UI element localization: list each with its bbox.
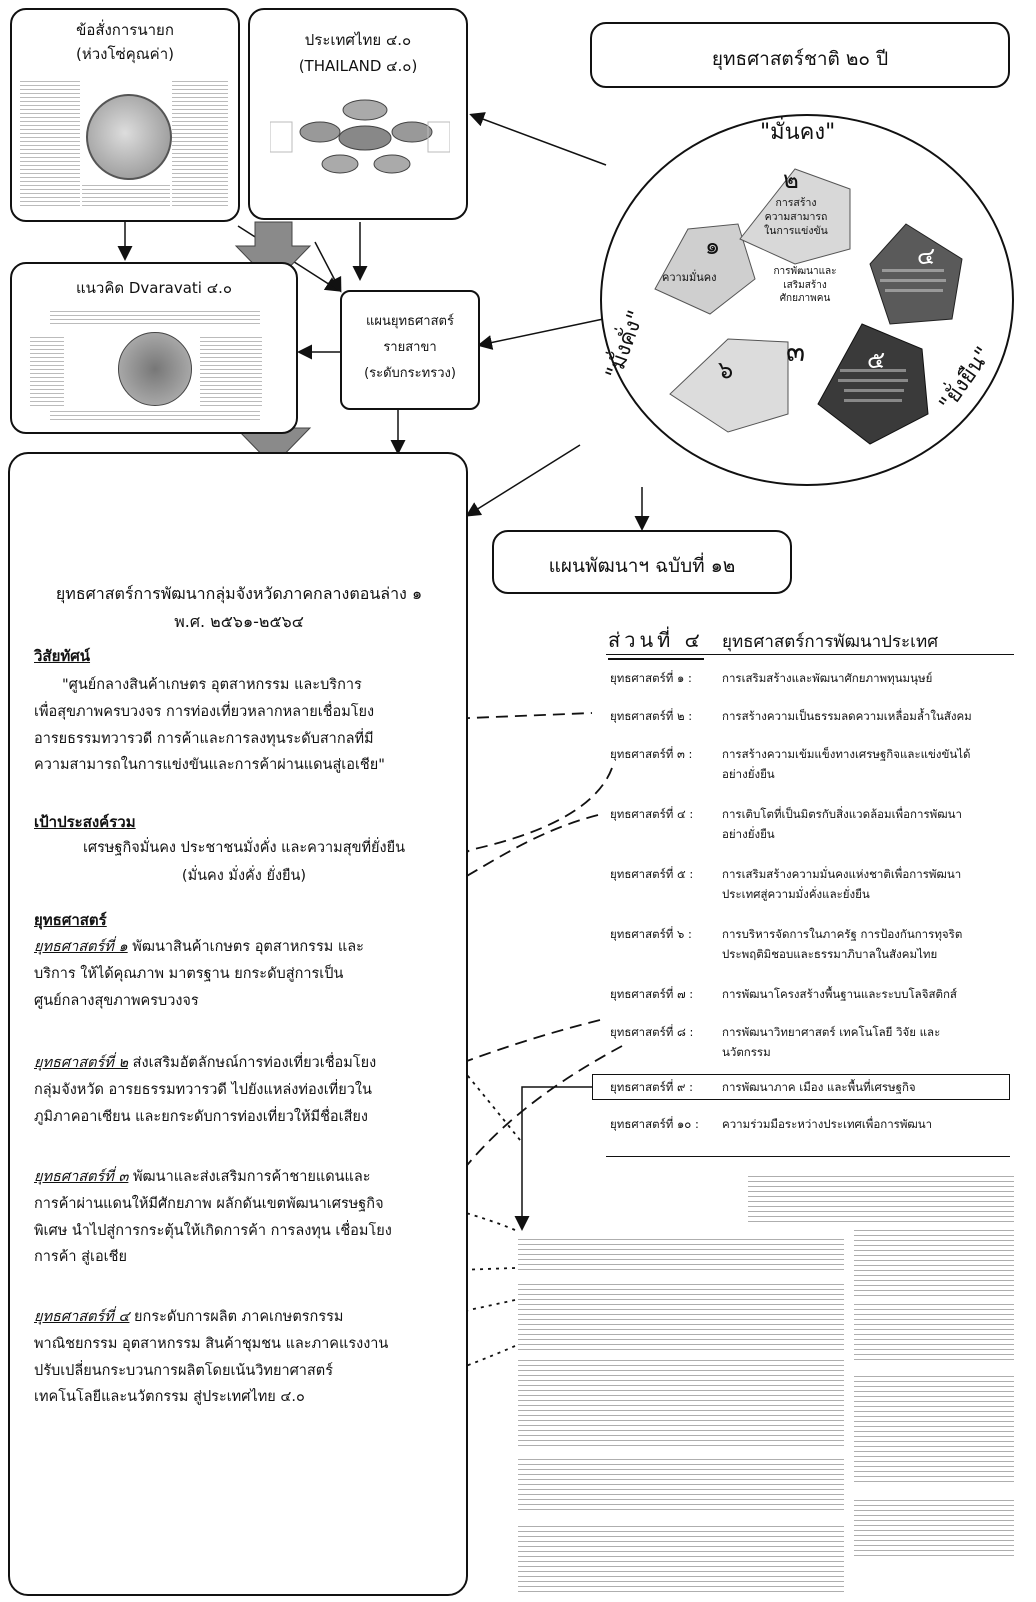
- ministry-plan-line3: (ระดับกระทรวง): [364, 366, 456, 381]
- dvaravati-box: แนวคิด Dvaravati ๔.๐: [10, 262, 298, 434]
- goal-heading: เป้าประสงค์รวม: [34, 813, 136, 831]
- section-rule: [606, 654, 1014, 655]
- regional-title-line1: ยุทธศาสตร์การพัฒนากลุ่มจังหวัดภาคกลางตอน…: [55, 584, 423, 603]
- pentagon-4-number: ๔: [917, 242, 936, 270]
- pentagon-1-label: ความมั่นคง: [662, 271, 717, 284]
- pentagon-2: [739, 168, 851, 265]
- thailand-40-diagram: [270, 99, 450, 174]
- plan-strategy-8: ยุทธศาสตร์ที่ ๘ :การพัฒนาวิทยาศาสตร์ เทค…: [610, 1025, 941, 1060]
- dvaravati-thumbnail: [30, 306, 280, 424]
- ministry-plan-line1: แผนยุทธศาสตร์: [366, 314, 454, 329]
- national-strategy-title: ยุทธศาสตร์ชาติ ๒๐ ปี: [711, 48, 889, 70]
- regional-title-line2: พ.ศ. ๒๕๖๑-๒๕๖๔: [174, 612, 304, 631]
- regional-strategy-4: ยุทธศาสตร์ที่ ๔ ยกระดับการผลิต ภาคเกษตรก…: [34, 1309, 389, 1406]
- plan-strategy-4: ยุทธศาสตร์ที่ ๔ :การเติบโตที่เป็นมิตรกับ…: [610, 807, 962, 842]
- pentagon-4: [869, 223, 963, 325]
- plan-strategy-7: ยุทธศาสตร์ที่ ๗ :การพัฒนาโครงสร้างพื้นฐา…: [610, 987, 957, 1001]
- pentagon-2-label: การสร้าง ความสามารถ ในการแข่งขัน: [764, 197, 828, 238]
- ministry-plan-box: แผนยุทธศาสตร์ รายสาขา (ระดับกระทรวง): [340, 290, 480, 410]
- goal-line2: (มั่นคง มั่งคั่ง ยั่งยืน): [181, 868, 307, 884]
- pentagon-6-number: ๖: [718, 356, 734, 384]
- plan-strategy-1: ยุทธศาสตร์ที่ ๑ :การเสริมสร้างและพัฒนาศั…: [610, 671, 933, 685]
- pentagon-1: [654, 223, 756, 315]
- pentagon-3-number: ๓: [786, 335, 806, 368]
- pentagon-5: [817, 323, 929, 445]
- strategy-heading: ยุทธศาสตร์: [34, 911, 107, 929]
- pm-order-box: ข้อสั่งการนายก (ห่วงโซ่คุณค่า): [10, 8, 240, 222]
- plan12-title-box: แผนพัฒนาฯ ฉบับที่ ๑๒: [492, 530, 792, 594]
- thailand-40-subtitle: (THAILAND ๔.๐): [298, 57, 418, 75]
- vision-heading: วิสัยทัศน์: [34, 647, 91, 665]
- pentagon-6: [669, 338, 789, 433]
- pm-order-subtitle: (ห่วงโซ่คุณค่า): [76, 45, 174, 63]
- pentagon-5-number: ๕: [867, 346, 886, 374]
- plan-list-rule: [606, 1156, 1010, 1157]
- plan-strategy-3: ยุทธศาสตร์ที่ ๓ :การสร้างความเข้มแข็งทาง…: [610, 747, 971, 782]
- thailand-40-title: ประเทศไทย ๔.๐: [304, 31, 412, 49]
- pm-order-thumbnail: [20, 72, 230, 214]
- plan-strategy-9-highlight: [592, 1074, 1010, 1100]
- ministry-plan-line2: รายสาขา: [383, 340, 437, 355]
- strategy-pentagons: [654, 168, 963, 445]
- plan-strategy-2: ยุทธศาสตร์ที่ ๒ :การสร้างความเป็นธรรมลดค…: [610, 709, 972, 723]
- pentagon-2-number: ๒: [783, 166, 799, 194]
- regional-strategy-2: ยุทธศาสตร์ที่ ๒ ส่งเสริมอัตลักษณ์การท่อง…: [34, 1055, 377, 1125]
- pentagon-3-label: การพัฒนาและ เสริมสร้าง ศักยภาพคน: [773, 266, 837, 304]
- globe-icon: [86, 94, 172, 180]
- section-label: ส่วนที่ ๔: [608, 624, 704, 660]
- national-strategy-title-box: ยุทธศาสตร์ชาติ ๒๐ ปี: [590, 22, 1010, 88]
- plan12-title: แผนพัฒนาฯ ฉบับที่ ๑๒: [548, 555, 736, 577]
- plan-strategy-10: ยุทธศาสตร์ที่ ๑๐ :ความร่วมมือระหว่างประเ…: [610, 1117, 933, 1131]
- plan-strategy-9: ยุทธศาสตร์ที่ ๙ :การพัฒนาภาค เมือง และพื…: [610, 1080, 916, 1094]
- regional-strategy-box: [8, 452, 468, 1596]
- dvaravati-title: แนวคิด Dvaravati ๔.๐: [75, 279, 233, 297]
- goal-line1: เศรษฐกิจมั่นคง ประชาชนมั่งคั่ง และความสุ…: [82, 840, 406, 856]
- plan-strategy-5: ยุทธศาสตร์ที่ ๕ :การเสริมสร้างความมั่นคง…: [610, 867, 962, 902]
- thailand-40-box: ประเทศไทย ๔.๐ (THAILAND ๔.๐): [248, 8, 468, 220]
- regional-plan-excerpt: [518, 1176, 1018, 1596]
- label-stable: "มั่นคง": [760, 120, 836, 145]
- section-title: ยุทธศาสตร์การพัฒนาประเทศ: [722, 632, 938, 652]
- pentagon-1-number: ๑: [705, 232, 721, 260]
- plan-strategy-6: ยุทธศาสตร์ที่ ๖ :การบริหารจัดการในภาครัฐ…: [610, 927, 963, 962]
- regional-strategy-3: ยุทธศาสตร์ที่ ๓ พัฒนาและส่งเสริมการค้าชา…: [34, 1169, 392, 1266]
- regional-strategy-1: ยุทธศาสตร์ที่ ๑ พัฒนาสินค้าเกษตร อุตสาหก…: [34, 939, 364, 1009]
- pm-order-title: ข้อสั่งการนายก: [76, 21, 174, 39]
- vision-text: "ศูนย์กลางสินค้าเกษตร อุตสาหกรรม และบริก…: [34, 677, 385, 774]
